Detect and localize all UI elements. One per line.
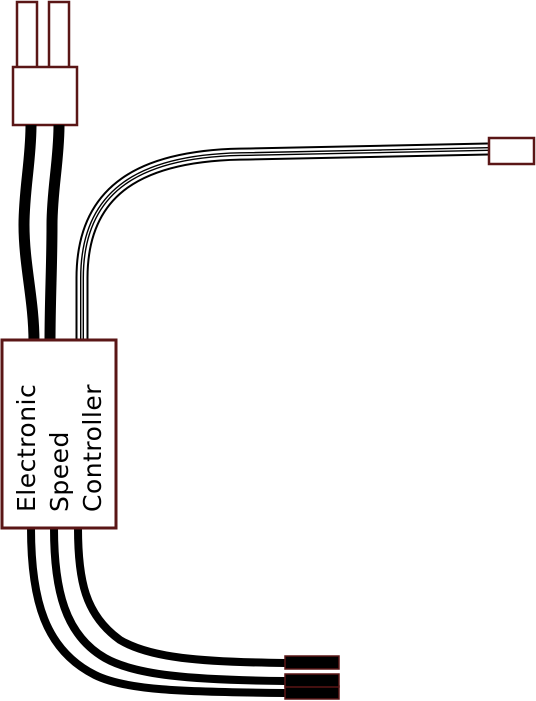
motor-lead-2 <box>50 527 286 685</box>
battery-lead-left <box>18 124 40 343</box>
motor-lead-1 <box>27 527 286 697</box>
esc-label-line2: Speed <box>45 431 74 512</box>
receiver-connector <box>487 136 536 166</box>
esc-box: Electronic Speed Controller <box>0 338 118 530</box>
motor-leads <box>27 527 286 697</box>
esc-label-line3: Controller <box>78 384 107 512</box>
battery-leads <box>18 124 65 343</box>
battery-connector <box>11 0 79 127</box>
motor-connector-1 <box>284 685 340 700</box>
motor-connector-2 <box>284 673 340 688</box>
esc-label-line1: Electronic <box>12 384 41 512</box>
motor-lead-3 <box>74 527 286 667</box>
battery-connector-pin-left <box>15 0 39 70</box>
battery-lead-right <box>44 124 65 343</box>
motor-connectors <box>284 655 340 700</box>
battery-connector-pin-right <box>47 0 71 70</box>
battery-connector-housing <box>11 65 79 127</box>
signal-cable-outline <box>75 142 489 342</box>
motor-connector-3 <box>284 655 340 670</box>
esc-box-outline <box>0 338 118 530</box>
signal-cable-divider-gap <box>81 148 489 342</box>
signal-cable <box>75 142 489 342</box>
